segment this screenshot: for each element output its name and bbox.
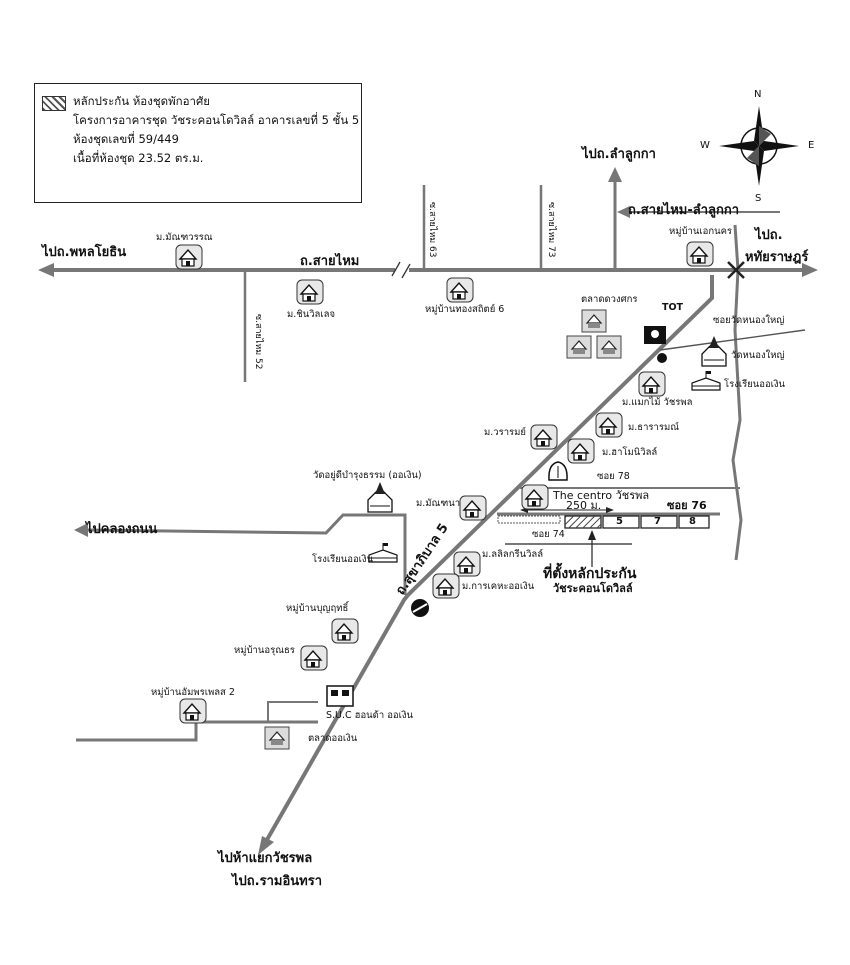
place-amphon: หมู่บ้านอัมพรเพลส 2 [151,687,235,698]
house-icon [595,412,623,438]
place-lalin: ม.ลลิลกรีนวิลล์ [482,549,544,560]
place-suc: S.U.C ฮอนด้า ออเงิน [326,710,413,721]
house-icon [175,244,203,270]
road-to-prefix: ไปถ. [755,228,783,243]
house-icon [686,241,714,267]
place-talad-duang: ตลาดดวงศกร [581,294,638,305]
legend-box: หลักประกัน ห้องชุดพักอาศัย โครงการอาคารช… [34,83,362,203]
house-icon [638,371,666,397]
house-icon [296,279,324,305]
market-icon [581,309,607,333]
house-icon [300,645,328,671]
landmark-dot-icon [657,353,667,363]
road-hathai: หทัยราษฎร์ [745,250,809,265]
road-to-watcharaphon: ไปห้าแยกวัชรพล [218,851,313,866]
compass-w: W [700,140,710,151]
compass-s: S [755,193,762,204]
place-wat-nong-yai: วัดหนองใหญ่ [731,350,785,361]
house-icon [179,698,207,724]
house-icon [567,438,595,464]
legend-unit: ห้องชุดเลขที่ 59/449 [73,132,179,146]
road-to-phahon: ไปถ.พหลโยธิน [42,245,127,260]
house-icon [432,573,460,599]
house-icon [446,277,474,303]
soi-saimai73: ซ.สายไหม 73 [546,202,556,258]
place-bunyarit: หมู่บ้านบุญฤทธิ์ [286,603,349,614]
road-soi-76: ซอย 76 [667,499,707,512]
compass-e: E [808,140,815,151]
place-tot: TOT [662,302,684,313]
place-arunthon: หมู่บ้านอรุณธร [234,645,295,656]
site-name: วัชระคอนโดวิลล์ [553,582,633,595]
soi-78: ซอย 78 [597,471,630,482]
site-label: ที่ตั้งหลักประกัน [543,566,637,582]
place-wat-yu-di: วัดอยู่ดีบำรุงธรรม (ออเงิน) [313,470,422,481]
place-school-1: โรงเรียนออเงิน [724,379,786,390]
house-icon [521,484,549,510]
place-maekmai: ม.แมกไม้ วัชรพล [622,397,693,408]
soi-saimai52: ซ.สายไหม 52 [253,314,263,370]
school-icon [691,370,721,391]
road-to-ramintra: ไปถ.รามอินทรา [232,874,322,889]
house-icon [331,618,359,644]
market-icon [264,726,290,750]
tot-logo-icon [644,326,666,344]
place-waram: ม.วรารมย์ [484,427,526,438]
road-to-lamlukka: ไปถ.ลำลูกกา [582,147,656,162]
distance-label: 250 ม. [566,499,602,512]
place-tharamani: ม.ธารารมณ์ [628,422,680,433]
soi-saimai63: ซ.สายไหม 63 [427,202,437,258]
compass-n: N [754,89,762,100]
house-icon [530,424,558,450]
compass-rose-icon [719,106,799,186]
gas-station-icon [548,461,568,481]
ptt-station-icon [411,599,429,617]
soi-wat-nong-yai: ซอยวัดหนองใหญ่ [713,315,785,326]
house-icon [459,495,487,521]
place-chinwillage: ม.ชินวิลเลจ [287,309,336,320]
market-icon [566,335,592,359]
place-talad-oen: ตลาดออเงิน [308,733,358,744]
place-centro: The centro วัชรพล [553,489,650,502]
market-icon [596,335,622,359]
place-school-2: โรงเรียนออเงิน [312,554,374,565]
place-mantana: ม.มัณฑนา [416,498,461,509]
place-ekkanakhon: หมู่บ้านเอกนคร [669,226,733,237]
hatch-swatch-icon [42,96,66,111]
place-karaket: ม.การเคหะออเงิน [462,581,535,592]
house-icon [453,551,481,577]
legend-area: เนื้อที่ห้องชุด 23.52 ตร.ม. [73,151,204,165]
shop-building-icon [326,685,354,707]
road-sai-mai: ถ.สายไหม [300,254,360,269]
building-7: 7 [654,516,661,527]
building-8: 8 [689,516,696,527]
school-icon [368,542,398,563]
soi-74: ซอย 74 [532,529,565,540]
road-to-khlong-thanon: ไปคลองถนน [86,522,158,537]
building-5: 5 [616,516,623,527]
place-manthawan: ม.มัณฑวรรณ [156,232,213,243]
temple-icon [367,481,393,513]
place-thamonwill: ม.ฮาโมนิวิลล์ [602,447,658,458]
place-thongsathit: หมู่บ้านทองสถิตย์ 6 [425,304,505,315]
legend-project: โครงการอาคารชุด วัชระคอนโดวิลล์ อาคารเลข… [73,113,360,127]
road-sai-mai-lamlukka: ถ.สายไหม-ลำลูกกา [628,203,740,218]
legend-title: หลักประกัน ห้องชุดพักอาศัย [73,94,211,108]
temple-icon [701,335,727,367]
